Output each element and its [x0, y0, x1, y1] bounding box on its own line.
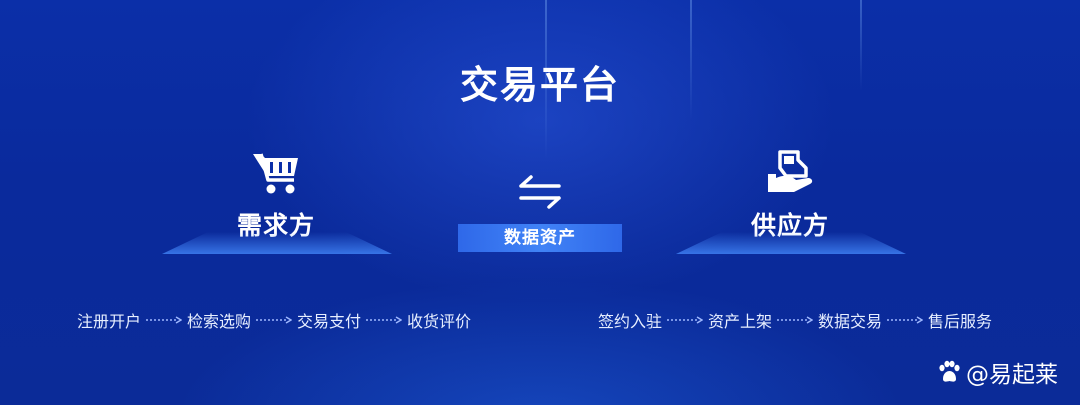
demand-party: 需求方 [156, 148, 396, 242]
dotted-arrow-icon [777, 316, 814, 324]
demand-flow: 注册开户 检索选购 交易支付 收货评价 [77, 308, 471, 332]
light-streak [545, 0, 547, 160]
supply-step: 售后服务 [928, 312, 993, 331]
data-asset-node: 数据资产 [458, 170, 622, 252]
dotted-arrow-icon [887, 316, 924, 324]
page-title: 交易平台 [459, 63, 620, 107]
hand-holding-box-icon [768, 150, 813, 192]
baidu-paw-icon [939, 360, 960, 382]
data-asset-label: 数据资产 [458, 224, 622, 252]
light-streak [860, 0, 862, 90]
supply-step: 资产上架 [708, 312, 773, 331]
dotted-arrow-icon [146, 316, 183, 324]
demand-step: 检索选购 [187, 312, 252, 331]
watermark: @易起莱 [936, 355, 1058, 389]
demand-step: 交易支付 [297, 312, 362, 331]
demand-step: 收货评价 [407, 312, 472, 331]
supply-step: 签约入驻 [598, 312, 663, 331]
supply-platform [676, 232, 906, 254]
bidirectional-arrows-icon [519, 175, 561, 209]
supply-party: 供应方 [670, 148, 910, 242]
demand-platform [162, 232, 392, 254]
supply-flow: 签约入驻 资产上架 数据交易 售后服务 [598, 308, 992, 332]
shopping-cart-icon [253, 153, 298, 194]
demand-step: 注册开户 [77, 312, 142, 331]
watermark-text: @易起莱 [966, 362, 1058, 388]
dotted-arrow-icon [366, 316, 403, 324]
supply-step: 数据交易 [818, 312, 883, 331]
dotted-arrow-icon [667, 316, 704, 324]
light-streak [690, 0, 692, 120]
dotted-arrow-icon [256, 316, 293, 324]
